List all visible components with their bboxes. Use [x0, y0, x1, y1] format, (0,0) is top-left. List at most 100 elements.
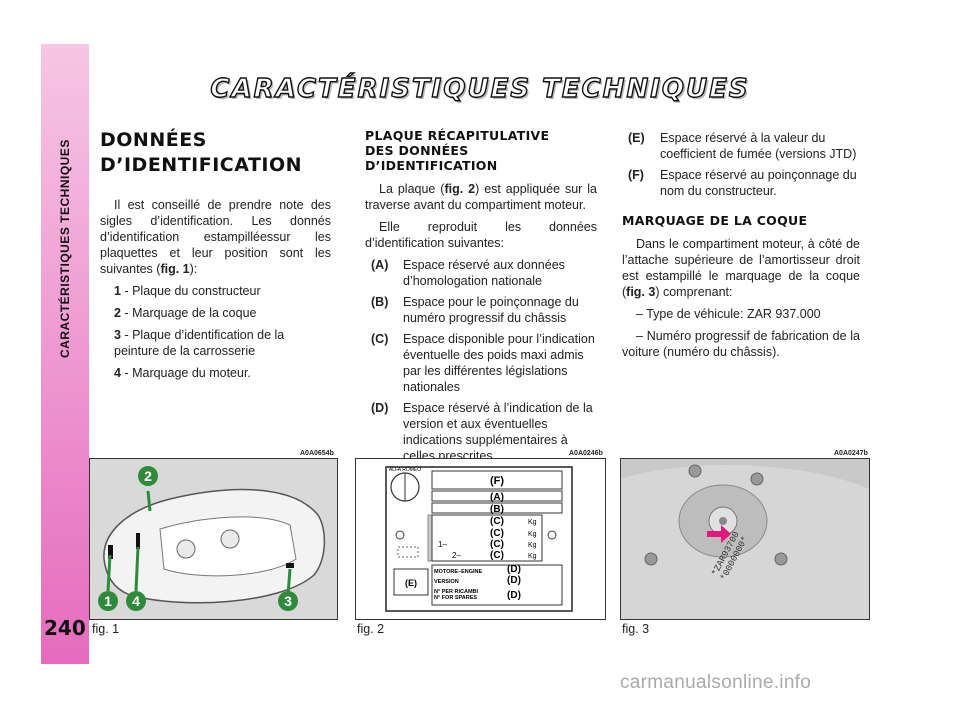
unit-label: Kg: [528, 531, 537, 538]
marker-2: 2: [138, 466, 158, 486]
field-A: [431, 490, 563, 502]
field-label: (C): [490, 539, 504, 550]
column-1: Il est conseillé de prendre note des sig…: [100, 197, 331, 387]
fig-ref: fig. 1: [160, 262, 190, 276]
leader-line: [146, 490, 152, 512]
figure-caption: fig. 1: [92, 622, 120, 636]
strut-bolt: [719, 517, 727, 525]
page-number: 240: [44, 616, 86, 640]
motore-label: MOTORE–ENGINE: [434, 569, 483, 575]
section-heading-hull: MARQUAGE DE LA COQUE: [622, 213, 808, 228]
heading-line: D’IDENTIFICATION: [365, 158, 498, 173]
ricambi-label: N° FOR SPARES: [434, 595, 477, 601]
bolt-icon: [688, 464, 702, 478]
heading-line-1: DONNÉES: [100, 129, 207, 151]
intro-paragraph: Il est conseillé de prendre note des sig…: [100, 197, 331, 277]
field-label: (F): [490, 475, 504, 487]
fig-ref: fig. 2: [444, 182, 476, 196]
field-label: (C): [490, 528, 504, 539]
fig-ref: fig. 3: [626, 285, 656, 299]
field-E: [393, 568, 429, 596]
hull-dash-1: – Type de véhicule: ZAR 937.000: [636, 307, 821, 321]
field-label: (C): [490, 550, 504, 561]
dashed-box: [397, 546, 419, 558]
marker-label: 3: [284, 593, 292, 609]
marker-4: 4: [126, 591, 146, 611]
list-text: - Plaque d’identification de la peinture…: [114, 328, 285, 358]
section-heading-identification: DONNÉES D’IDENTIFICATION: [100, 128, 330, 178]
text: Dans le compartiment moteur, à côté de l…: [622, 237, 860, 299]
car-diagram: 2 1 4 3: [98, 466, 326, 611]
rivet-hole: [547, 530, 557, 540]
hull-photo-illustration: *ZAR93700 *0000000*: [621, 459, 869, 619]
unit-label: Kg: [528, 542, 537, 549]
marker-1: 1: [98, 591, 118, 611]
field-label: (A): [490, 492, 504, 503]
list-text: - Plaque du constructeur: [124, 284, 261, 298]
list-text: - Marquage du moteur.: [124, 366, 251, 380]
intro-text: Il est conseillé de prendre note des sig…: [100, 198, 331, 276]
figure-code: A0A0246b: [569, 450, 603, 457]
item-key: (D): [371, 401, 389, 415]
item-text: Espace disponible pour l’indication éven…: [403, 332, 595, 394]
item-text: Espace réservé à la valeur du coefficien…: [660, 131, 857, 161]
item-key: (F): [628, 168, 644, 182]
hull-dash-2: – Numéro progressif de fabrication de la…: [622, 329, 860, 359]
intro-end: ):: [189, 262, 198, 276]
sidebar-title: CARACTÉRISTIQUES TECHNIQUES: [58, 139, 72, 358]
watermark: carmanualsonline.info: [620, 672, 812, 693]
heading-line: DES DONNÉES: [365, 143, 469, 158]
unit-label: Kg: [528, 519, 537, 526]
text: ) est appliquée sur la traverse avant du…: [365, 182, 597, 212]
field-B: [431, 502, 563, 514]
figure-caption: fig. 2: [357, 622, 385, 636]
bolt-icon: [774, 552, 788, 566]
item-text: Espace réservé aux données d’homologatio…: [403, 258, 565, 288]
field-D-block: [431, 564, 563, 606]
list-item: 4 - Marquage du moteur.: [100, 365, 331, 381]
field-label: (D): [507, 575, 521, 586]
section-heading-plate: PLAQUE RÉCAPITULATIVE DES DONNÉES D’IDEN…: [365, 128, 597, 173]
seat-shape: [176, 539, 196, 559]
plate-item: (F) Espace réservé au poinçonnage du nom …: [622, 167, 860, 199]
seat-shape: [220, 529, 240, 549]
marker-label: 4: [132, 593, 140, 609]
row-label: 1–: [438, 540, 447, 549]
plate-item: (A)Espace réservé aux données d’homologa…: [365, 257, 597, 289]
row-label: 2–: [452, 551, 461, 560]
list-text: - Marquage de la coque: [124, 306, 257, 320]
plate-paragraph-2: Elle reproduit les données d’identificat…: [365, 220, 597, 250]
item-key: (E): [628, 131, 645, 145]
column-3: (E) Espace réservé à la valeur du coeffic…: [622, 130, 860, 366]
hull-paragraph: Dans le compartiment moteur, à côté de l…: [622, 236, 860, 300]
plate-diagram: ALFA ROMEO (F) (A) (B) (C) (C) (C) (C) K…: [385, 466, 573, 612]
field-C-block: [431, 514, 543, 562]
field-F: [431, 470, 563, 490]
field-label: (C): [490, 516, 504, 527]
marker-label: 2: [144, 468, 152, 484]
figure-code: A0A0247b: [834, 450, 868, 457]
marker-tick: [108, 545, 113, 559]
text: La plaque (: [379, 182, 445, 196]
marker-tick: [286, 563, 294, 568]
field-label: (D): [507, 564, 521, 575]
bolt-icon: [644, 552, 658, 566]
field-label: (B): [490, 504, 504, 515]
pointer-arrow-icon: [707, 525, 731, 543]
logo-text: ALFA ROMEO: [389, 467, 421, 473]
list-num: 3: [114, 328, 121, 342]
list-num: 1: [114, 284, 121, 298]
text: ) comprenant:: [655, 285, 733, 299]
leader-line: [286, 568, 292, 596]
marker-tick: [136, 533, 140, 549]
item-text: Espace réservé au poinçonnage du nom du …: [660, 168, 857, 198]
field-label: (E): [405, 578, 417, 588]
plate-item: (D)Espace réservé à l’indication de la v…: [365, 400, 597, 464]
heading-line-2: D’IDENTIFICATION: [100, 154, 303, 176]
figure-2-plate: ALFA ROMEO (F) (A) (B) (C) (C) (C) (C) K…: [355, 458, 606, 620]
field-label: (D): [507, 590, 521, 601]
figure-1-car-topview: 2 1 4 3: [89, 458, 338, 620]
marker-3: 3: [278, 591, 298, 611]
sidebar-band: [41, 44, 89, 664]
column-2: PLAQUE RÉCAPITULATIVE DES DONNÉES D’IDEN…: [365, 128, 597, 469]
